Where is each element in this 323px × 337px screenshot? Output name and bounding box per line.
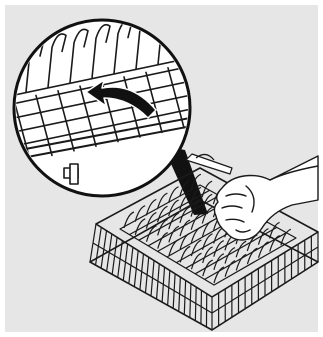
rack-tine [167,186,179,204]
hand-icon [213,155,319,241]
rack-tine [269,235,280,252]
hook-tine [91,23,111,79]
rack-tine [201,193,213,211]
rack-tine [168,212,180,230]
rack-tine [202,259,213,277]
hook-tine [113,22,133,75]
rack-tine [257,228,269,245]
rack-tine [213,253,225,271]
rack-tine [257,241,269,259]
rack-wire [211,246,319,314]
rack-tine [134,205,146,222]
rack-tine [235,240,247,258]
rack-tine [156,192,168,210]
rack-tine [145,225,157,242]
rack-wire [194,226,278,275]
rack-side-wires [211,236,319,326]
magnifier-icon [12,18,192,198]
lens-wire [16,107,188,147]
rack-wire [129,189,210,236]
rack-tine [201,180,213,198]
rack-tine [145,198,157,216]
rack-tine [190,252,202,270]
rack-tine [224,246,236,264]
rack-tine [190,173,202,191]
lens-wire [16,93,188,133]
rack-tine [168,199,179,217]
rack-tine [190,186,202,204]
hook-tine [69,28,89,84]
rack-tine [246,247,258,265]
rack-tine [179,180,190,197]
rotate-arrow-icon [85,79,157,119]
rack-tine [123,211,135,229]
rack-tine [269,221,280,239]
rack-wire [92,242,213,314]
rack-tine [179,206,191,224]
rack-wire [138,195,220,241]
rack-tine [190,200,202,217]
rack-tine [157,218,168,236]
rack-tine [213,240,225,257]
rack-wire [204,232,287,280]
rack-tine [202,246,213,264]
rack-tine [145,212,157,229]
rack-front-wires [92,227,213,327]
rack-tine [134,218,146,236]
hook-tine [47,33,67,89]
rack-tine [156,205,168,223]
rack-tine [179,193,191,210]
rack-tine [280,228,292,246]
